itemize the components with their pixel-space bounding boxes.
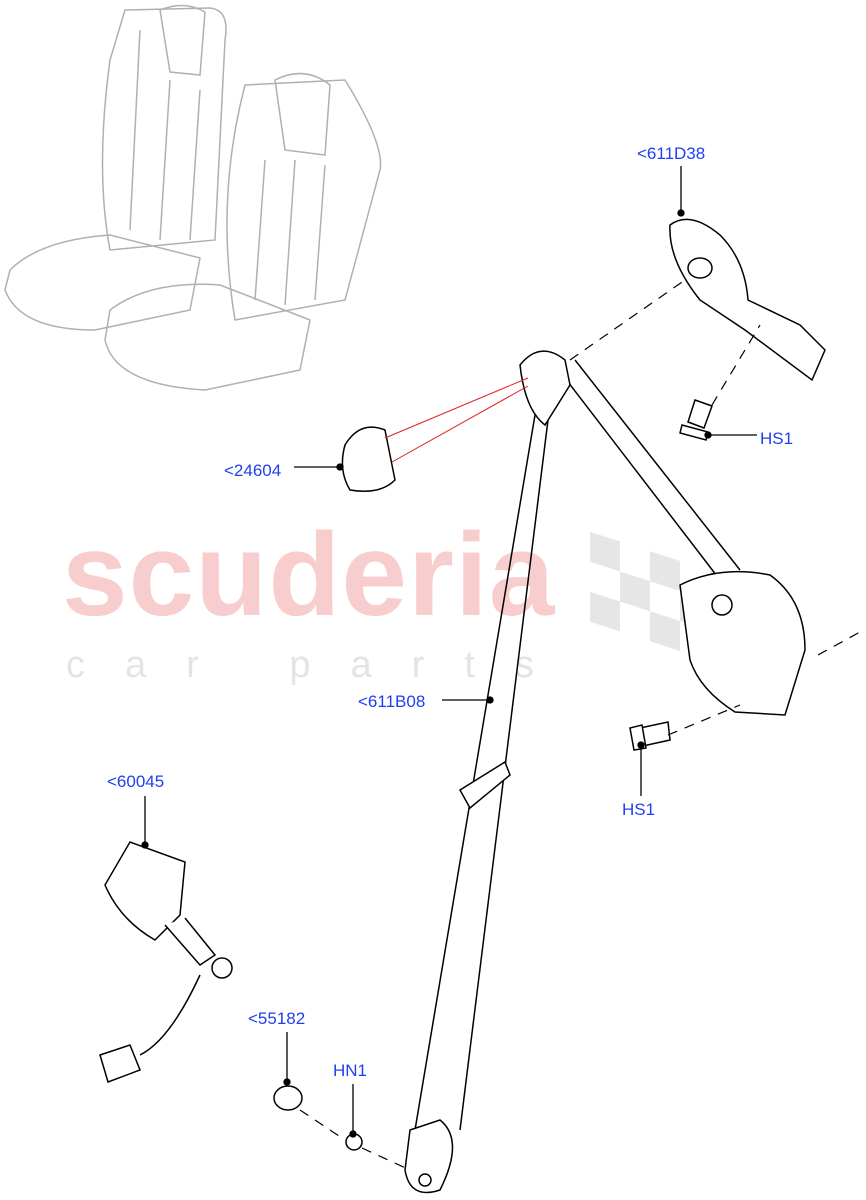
anchor-bracket (669, 218, 826, 382)
leader-lines (141, 166, 757, 1138)
callout-HS1-upper[interactable]: HS1 (760, 429, 794, 448)
callout-611D38[interactable]: <611D38 (637, 144, 706, 163)
red-guide-lines (384, 377, 529, 463)
buckle (99, 841, 233, 1083)
callout-55182[interactable]: <55182 (248, 1009, 306, 1028)
callout-24604[interactable]: <24604 (224, 461, 282, 480)
callout-HN1[interactable]: HN1 (333, 1061, 368, 1080)
retractor (679, 570, 806, 716)
seat-belt-webbing (404, 350, 741, 1194)
callout-611B08[interactable]: <611B08 (358, 692, 426, 711)
cap-55182 (273, 1085, 303, 1111)
callout-60045[interactable]: <60045 (107, 772, 165, 791)
assembly-lines (299, 279, 861, 1171)
rear-seat-reference (4, 4, 382, 391)
watermark-brand: scuderia (62, 509, 556, 641)
bolt-upper (679, 399, 713, 441)
guide-cover (341, 426, 396, 492)
bolt-lower (629, 721, 671, 751)
callout-HS1-lower[interactable]: HS1 (622, 800, 656, 819)
watermark-tagline: car parts (66, 644, 574, 686)
